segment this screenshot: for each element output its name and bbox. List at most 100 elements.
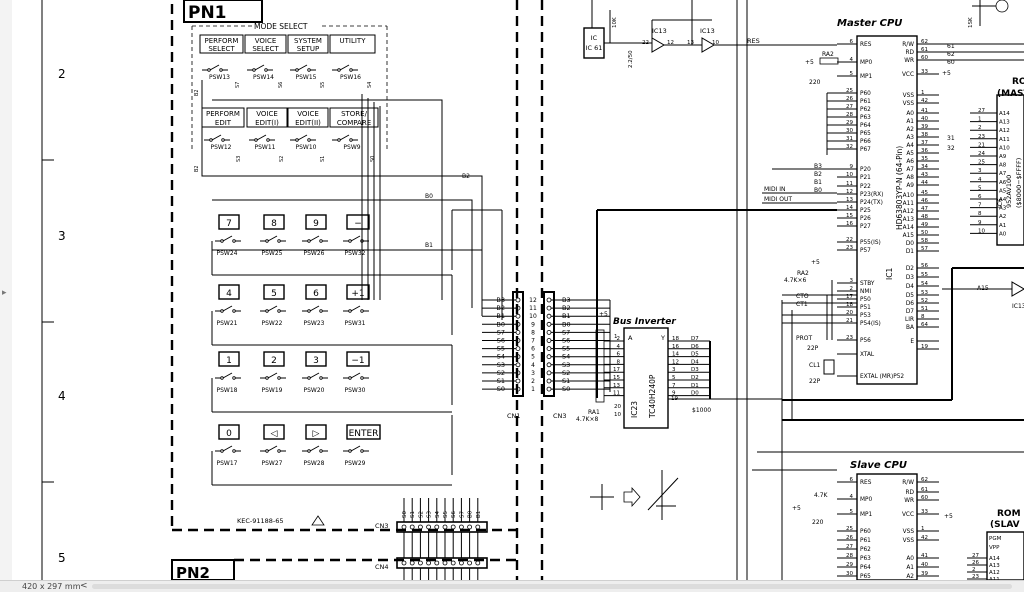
cpu-pin-number: 47 (921, 206, 928, 212)
cpu-pin-number: 6 (850, 39, 854, 45)
cpu-pin-name: A1 (906, 565, 914, 571)
cpu-pin-name: P53 (860, 313, 871, 319)
switch-blade (309, 445, 320, 452)
cpu-pin-name: D3 (906, 275, 914, 281)
cpu-pin-name: A8 (906, 175, 914, 181)
rom-pin-number: 27 (972, 553, 979, 559)
mode-button-label: SYSTEM (294, 37, 322, 45)
connector-pin (546, 321, 552, 327)
vcc-label: +5 (599, 311, 608, 318)
edit-button-label: VOICE (256, 110, 278, 118)
horizontal-scrollbar[interactable] (92, 584, 1012, 589)
cpu-pin-name: MP1 (860, 512, 872, 518)
connector-pin (442, 560, 448, 566)
rom-pin-name: A10 (999, 145, 1010, 151)
connector-pin (458, 524, 464, 530)
connector-pin-number: 11 (529, 305, 537, 312)
cpu-pin-number: 53 (921, 290, 928, 296)
rom-pin-name: VPP (989, 545, 1000, 551)
switch-contact (307, 376, 311, 380)
cn3-connector (543, 291, 555, 397)
cpu-pin-number: 61 (921, 487, 928, 493)
arrow-right-icon (623, 486, 641, 508)
connector-pin-number: 12 (529, 297, 537, 304)
cpu-pin-number: 42 (921, 98, 928, 104)
cto-label: CTO (796, 293, 809, 300)
rom-pin-name: A2 (999, 214, 1006, 220)
bus-inverter-title: Bus Inverter (613, 317, 676, 327)
symbol-line (647, 477, 679, 511)
cpu-pin-number: 40 (921, 562, 928, 568)
connector-pin (467, 560, 473, 566)
res-label: RES (747, 37, 760, 45)
connector-pin (546, 354, 552, 360)
switch-blade (297, 64, 308, 71)
connector-pin (417, 524, 423, 530)
mode-button-2 (244, 34, 287, 54)
data-line-label: D7 (691, 336, 699, 342)
cpu-pin-number: 1 (921, 90, 925, 96)
keypad-key (218, 214, 240, 230)
cpu-pin-name: A14 (903, 225, 915, 231)
mode-button-label: SELECT (252, 45, 279, 53)
cpu-pin-number: 41 (921, 108, 928, 114)
cpu-pin-number: 14 (846, 205, 853, 211)
cpu-pin-name: A5 (906, 151, 914, 157)
switch-contact (319, 376, 323, 380)
ra1-value: 4.7K×8 (576, 416, 599, 423)
rom-master-chip (996, 94, 1024, 246)
connector-pin (546, 378, 552, 384)
cpu-pin-number: 26 (846, 96, 853, 102)
edit-button-4 (329, 107, 379, 128)
scroll-left-icon[interactable]: < (80, 581, 88, 591)
connector-pin-number: 3 (531, 370, 535, 377)
bus-label: B0 (425, 193, 433, 200)
ic-pin-number: 13 (613, 383, 620, 389)
cpu-pin-number: 62 (921, 39, 928, 45)
scan-wire (212, 199, 473, 308)
scan-wire (212, 99, 443, 300)
rom-pin-name: A3 (999, 206, 1007, 212)
pin-number: 12 (667, 40, 674, 46)
cpu-pin-name: P23(RX) (860, 192, 883, 198)
cpu-pin-name: A9 (906, 183, 914, 189)
cpu-pin-name: A12 (903, 209, 915, 215)
keypad-key-label: 7 (226, 219, 232, 229)
keypad-key (263, 214, 285, 230)
cpu-pin-number: 18 (846, 302, 853, 308)
cpu-pin-name: A2 (906, 574, 914, 580)
connector-pin-number: 5 (531, 354, 535, 361)
resistor-array-icon (595, 329, 605, 403)
switch-ref: PSW9 (343, 144, 360, 151)
cpu-pin-name: P20 (860, 167, 871, 173)
switch-blade (339, 134, 350, 141)
switch-contact (232, 239, 236, 243)
cpu-pin-number: 6 (850, 477, 854, 483)
pn2-title-box (171, 559, 235, 580)
cpu-pin-name: P65 (860, 574, 871, 580)
keypad-key-label: 4 (226, 289, 232, 299)
cpu-pin-number: 64 (921, 322, 928, 328)
rom-pin-number: 5 (978, 185, 982, 191)
cpu-pin-number: 20 (846, 310, 853, 316)
switch-blade (350, 445, 361, 452)
keypad-key-label: 2 (271, 356, 277, 366)
connector-pin-number: 8 (531, 329, 535, 336)
rom-pin-number: 10 (978, 228, 985, 234)
cpu-pin-name: P27 (860, 224, 871, 230)
cpu-pin-number: 57 (921, 246, 928, 252)
row-marker: 4 (58, 389, 66, 403)
keypad-key-label: 0 (226, 429, 232, 439)
connector-pin (546, 346, 552, 352)
cpu-pin-number: 17 (846, 294, 853, 300)
cpu-pin-name: XTAL (860, 352, 875, 358)
ic-pin-number: 7 (672, 383, 676, 389)
ic-pin-number: 8 (617, 359, 621, 365)
expand-caret-icon[interactable]: ▸ (2, 288, 7, 298)
scan-line: S0 (370, 156, 376, 162)
rom-pin-number: 27 (978, 108, 985, 114)
connector-pin (401, 560, 407, 566)
scan-line: S1 (320, 156, 326, 162)
cpu-pin-name: VCC (902, 72, 914, 78)
